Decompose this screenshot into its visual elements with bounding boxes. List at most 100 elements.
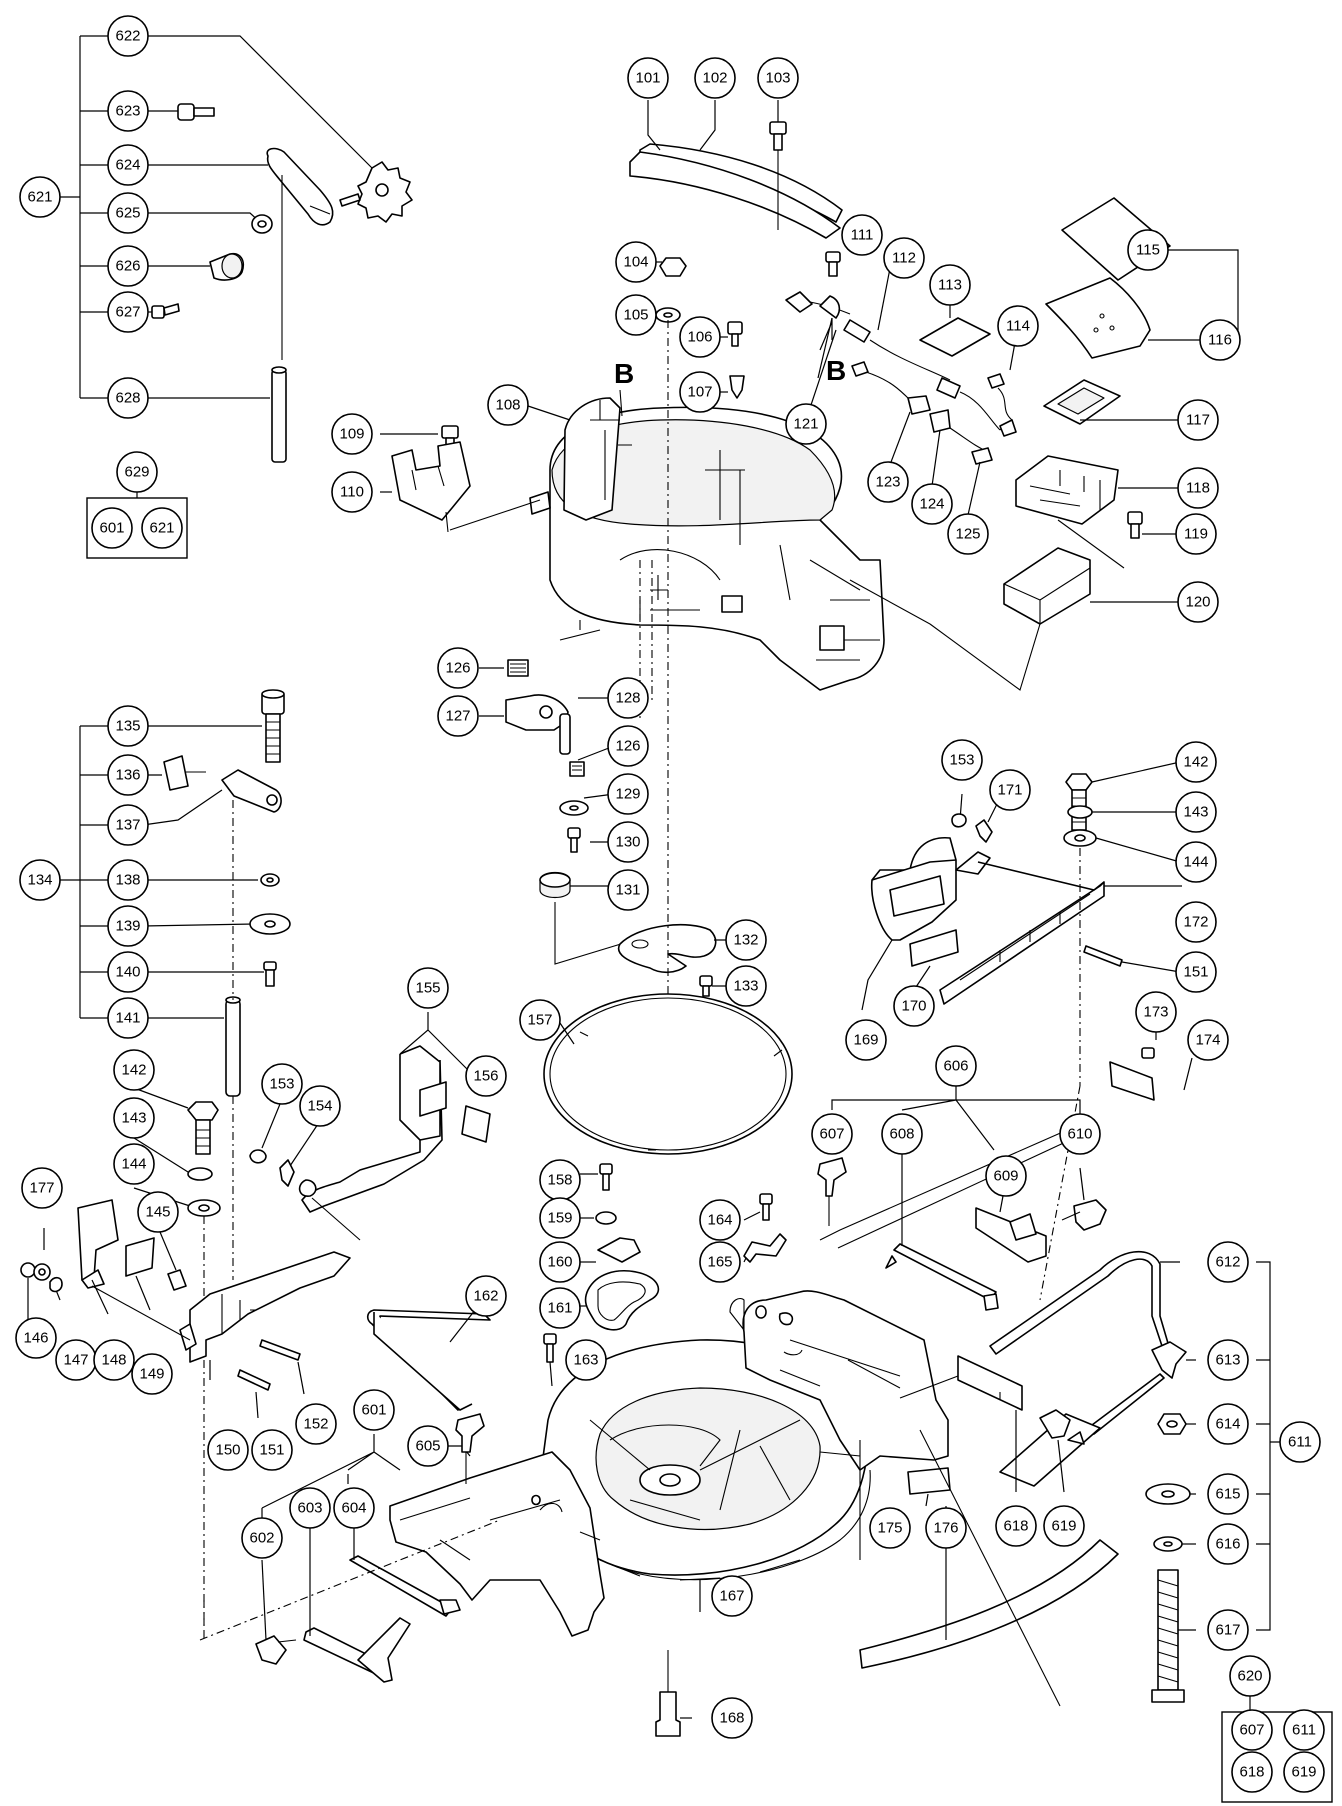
callout-143b: 143 [113, 1097, 155, 1139]
callout-605: 605 [407, 1425, 449, 1467]
callout-circle [107, 245, 149, 287]
callout-number: 147 [63, 1352, 88, 1369]
callout-circle [299, 1085, 341, 1127]
callout-141: 141 [107, 997, 149, 1039]
callout-number: 169 [853, 1032, 878, 1049]
callout-126a: 126 [437, 647, 479, 689]
callout-number: 131 [615, 882, 640, 899]
callout-number: 175 [877, 1520, 902, 1537]
callout-611: 611 [1279, 1421, 1321, 1463]
callout-609: 609 [985, 1155, 1027, 1197]
callout-circle [131, 1353, 173, 1395]
callout-circle [679, 316, 721, 358]
callout-601a: 601 [91, 507, 133, 549]
callout-circle [107, 804, 149, 846]
callout-621: 621 [19, 176, 61, 218]
callout-circle [241, 1517, 283, 1559]
callout-140: 140 [107, 951, 149, 993]
callout-115: 115 [1127, 229, 1169, 271]
callout-number: 164 [707, 1212, 732, 1229]
callout-148: 148 [93, 1339, 135, 1381]
callout-620: 620 [1229, 1655, 1271, 1697]
callout-number: 127 [445, 708, 470, 725]
callout-618a: 618 [1231, 1751, 1273, 1793]
callout-124: 124 [911, 483, 953, 525]
callout-107: 107 [679, 371, 721, 413]
callout-number: 128 [615, 690, 640, 707]
callout-number: 154 [307, 1098, 332, 1115]
callout-number: 113 [938, 277, 962, 294]
callout-145: 145 [137, 1191, 179, 1233]
callout-circle [437, 695, 479, 737]
callout-618: 618 [995, 1505, 1037, 1547]
callout-circle [1207, 1609, 1249, 1651]
callout-number: 170 [901, 998, 926, 1015]
section-label-b-left: B [614, 358, 634, 389]
callout-629: 629 [116, 451, 158, 493]
callout-number: 618 [1003, 1518, 1028, 1535]
callout-number: 621 [149, 520, 174, 537]
callout-number: 613 [1215, 1352, 1240, 1369]
callout-number: 622 [115, 28, 140, 45]
callout-circle [1135, 991, 1177, 1033]
callout-circle [107, 144, 149, 186]
callout-number: 120 [1185, 594, 1210, 611]
callout-601: 601 [353, 1389, 395, 1431]
callout-617: 617 [1207, 1609, 1249, 1651]
callout-155: 155 [407, 967, 449, 1009]
callout-circle [989, 769, 1031, 811]
callout-number: 142 [121, 1062, 146, 1079]
callout-circle [1177, 467, 1219, 509]
callout-627: 627 [107, 291, 149, 333]
callout-173: 173 [1135, 991, 1177, 1033]
callout-139: 139 [107, 905, 149, 947]
upper-housing-108: B [524, 358, 885, 691]
callout-circle [985, 1155, 1027, 1197]
callout-number: 144 [121, 1156, 146, 1173]
callout-132: 132 [725, 919, 767, 961]
callout-number: 133 [733, 978, 758, 995]
callout-circle [725, 965, 767, 1007]
callout-104: 104 [615, 241, 657, 283]
callout-number: 167 [719, 1588, 744, 1605]
callout-177: 177 [21, 1167, 63, 1209]
callout-circle [1175, 901, 1217, 943]
callout-number: 105 [623, 307, 648, 324]
callout-circle [694, 57, 736, 99]
callout-circle [1207, 1403, 1249, 1445]
callout-circle [113, 1049, 155, 1091]
callout-circle [997, 305, 1039, 347]
callout-169: 169 [845, 1019, 887, 1061]
callout-number: 151 [1183, 964, 1208, 981]
callout-153a: 153 [941, 739, 983, 781]
callout-607a: 607 [1231, 1709, 1273, 1751]
callout-625: 625 [107, 192, 149, 234]
callout-number: 625 [115, 205, 140, 222]
callout-number: 142 [1183, 754, 1208, 771]
callout-number: 145 [145, 1204, 170, 1221]
callout-101: 101 [627, 57, 669, 99]
callout-circle [615, 294, 657, 336]
callout-117: 117 [1177, 399, 1219, 441]
callout-number: 118 [1186, 480, 1210, 497]
callout-number: 620 [1237, 1668, 1262, 1685]
ring-157 [543, 993, 793, 1155]
callout-number: 156 [473, 1068, 498, 1085]
callout-number: 606 [943, 1058, 968, 1075]
callout-number: 163 [573, 1352, 598, 1369]
callout-circle [107, 905, 149, 947]
callout-number: 171 [997, 782, 1022, 799]
left-fence-body [20, 1199, 351, 1630]
callout-125: 125 [947, 513, 989, 555]
callout-circle [1231, 1751, 1273, 1793]
callout-number: 155 [415, 980, 440, 997]
callout-circle [1207, 1241, 1249, 1283]
callout-circle [207, 1429, 249, 1471]
callout-157: 157 [519, 999, 561, 1041]
callout-circle [811, 1113, 853, 1155]
callout-142a: 142 [1175, 741, 1217, 783]
callout-circle [607, 677, 649, 719]
callout-number: 104 [623, 254, 648, 271]
callout-606: 606 [935, 1045, 977, 1087]
